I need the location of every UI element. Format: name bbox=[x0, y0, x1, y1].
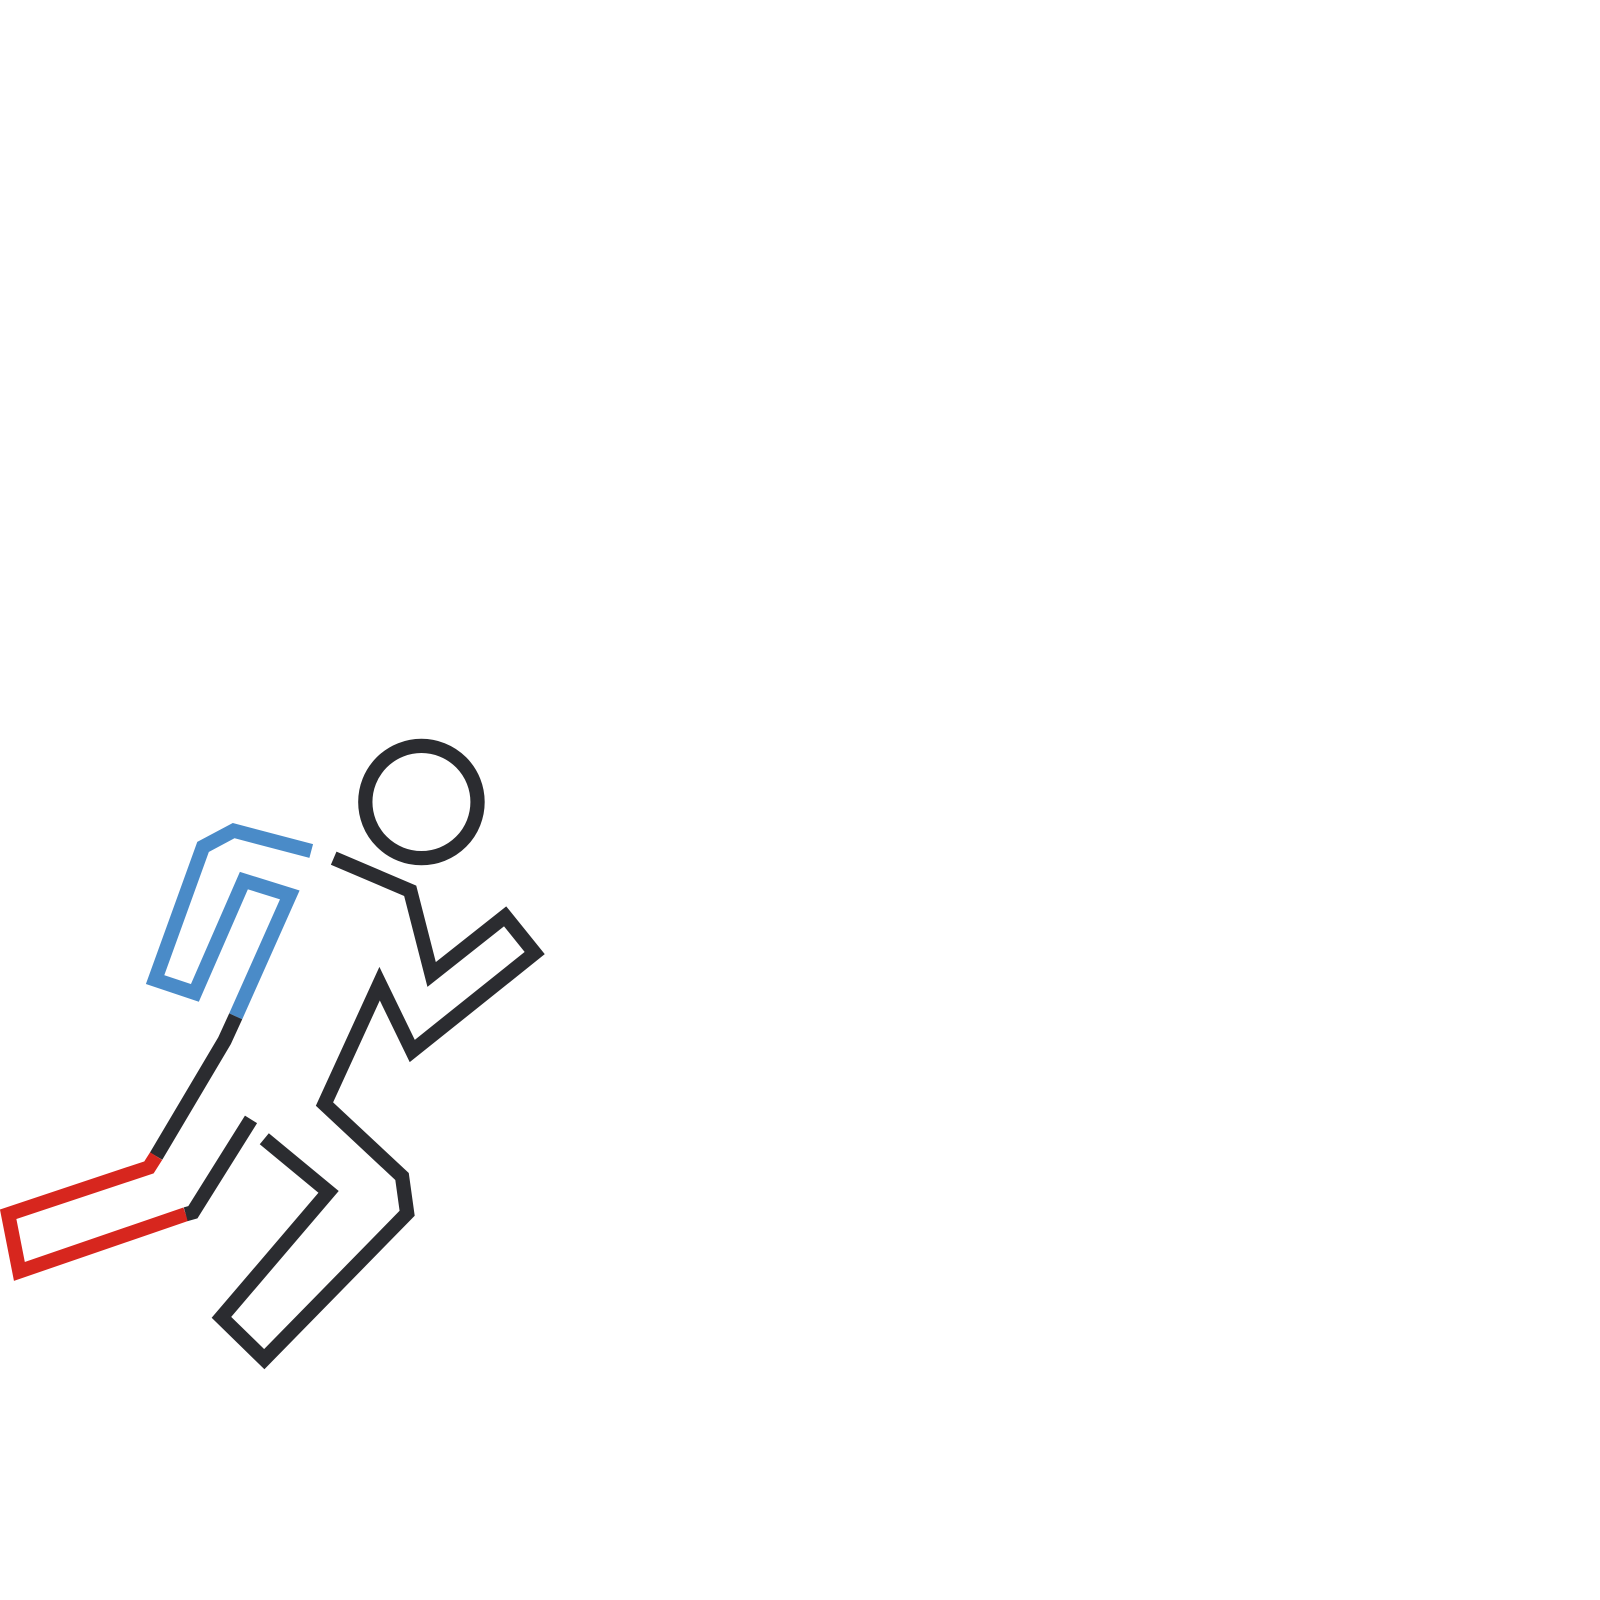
body-and-front-leg bbox=[211, 851, 545, 1370]
back-thigh bbox=[149, 1013, 243, 1160]
back-foot bbox=[0, 1152, 189, 1281]
head-icon bbox=[358, 738, 485, 866]
back-shin bbox=[183, 1115, 258, 1222]
back-arm bbox=[145, 822, 314, 1020]
